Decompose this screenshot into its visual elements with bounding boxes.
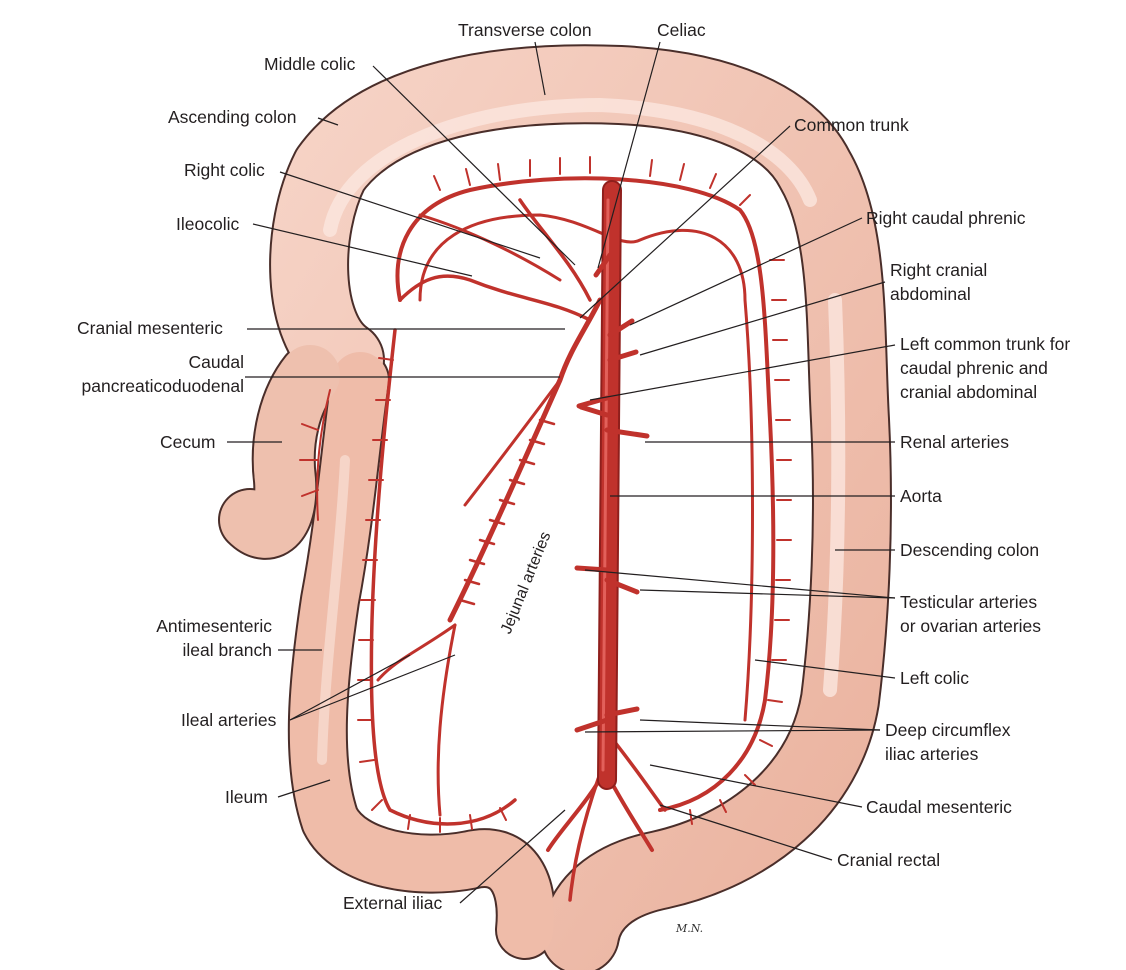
- label-ileal-arteries: Ileal arteries: [181, 708, 276, 732]
- label-cecum: Cecum: [160, 430, 215, 454]
- label-left-common-trunk-line3: cranial abdominal: [900, 380, 1037, 404]
- intestine: [250, 84, 852, 935]
- label-transverse-colon: Transverse colon: [458, 18, 592, 42]
- label-caudal-pancreaticoduodenal-line2: pancreaticoduodenal: [54, 374, 244, 398]
- label-deep-circumflex-line2: iliac arteries: [885, 742, 978, 766]
- label-aorta: Aorta: [900, 484, 942, 508]
- aorta-group: [577, 190, 647, 780]
- label-left-common-trunk-line2: caudal phrenic and: [900, 356, 1048, 380]
- label-ileum: Ileum: [225, 785, 268, 809]
- middle-colic-branch: [520, 200, 590, 300]
- label-cranial-mesenteric: Cranial mesenteric: [77, 316, 223, 340]
- label-deep-circumflex-line1: Deep circumflex: [885, 718, 1010, 742]
- label-ileocolic: Ileocolic: [176, 212, 239, 236]
- label-antimesenteric-line1: Antimesenteric: [100, 614, 272, 638]
- label-caudal-pancreaticoduodenal-line1: Caudal: [54, 350, 244, 374]
- antimesenteric-branch: [378, 625, 455, 680]
- label-common-trunk: Common trunk: [794, 113, 909, 137]
- label-ascending-colon: Ascending colon: [168, 105, 296, 129]
- jejunal-branches: [460, 420, 554, 604]
- colon-highlight: [330, 105, 838, 690]
- label-right-cranial-abdominal-line1: Right cranial: [890, 258, 987, 282]
- ileocolic-branch: [400, 276, 590, 320]
- cecum-body: [250, 375, 310, 528]
- label-external-iliac: External iliac: [343, 891, 442, 915]
- label-right-colic: Right colic: [184, 158, 265, 182]
- label-left-common-trunk-line1: Left common trunk for: [900, 332, 1070, 356]
- label-right-cranial-abdominal-line2: abdominal: [890, 282, 971, 306]
- ileal-arcade: [371, 330, 515, 824]
- label-antimesenteric-line2: ileal branch: [100, 638, 272, 662]
- artist-signature: M.N.: [676, 922, 703, 935]
- external-iliac-artery-left: [548, 770, 605, 850]
- label-caudal-mesenteric: Caudal mesenteric: [866, 795, 1012, 819]
- marginal-arcade-colon: [398, 178, 774, 810]
- ileal-branch: [438, 625, 455, 815]
- label-testicular-line1: Testicular arteries: [900, 590, 1037, 614]
- label-renal-arteries: Renal arteries: [900, 430, 1009, 454]
- label-descending-colon: Descending colon: [900, 538, 1039, 562]
- mesenteric-vessels: [300, 157, 791, 900]
- label-testicular-line2: or ovarian arteries: [900, 614, 1041, 638]
- label-middle-colic: Middle colic: [264, 52, 355, 76]
- label-celiac: Celiac: [657, 18, 706, 42]
- label-right-caudal-phrenic: Right caudal phrenic: [866, 206, 1026, 230]
- label-left-colic: Left colic: [900, 666, 969, 690]
- label-cranial-rectal: Cranial rectal: [837, 848, 940, 872]
